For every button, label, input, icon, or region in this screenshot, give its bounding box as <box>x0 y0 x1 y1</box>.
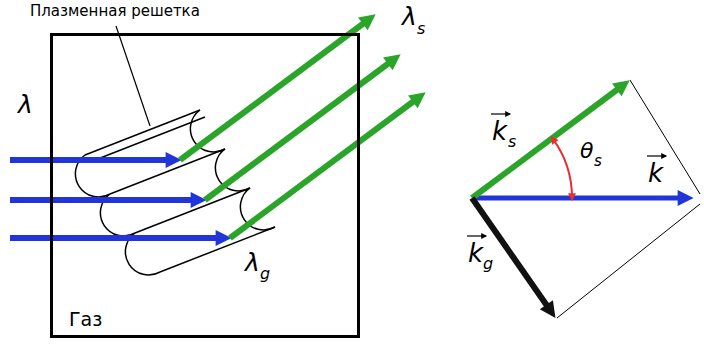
vector-diagram <box>467 80 700 318</box>
beam-arrow <box>10 157 172 163</box>
angle-symbol: θ <box>580 140 593 162</box>
vector-symbol: k <box>492 118 507 144</box>
wavelength-symbol: λ <box>18 92 33 117</box>
beam-arrow <box>10 235 222 241</box>
vector-overarrow <box>491 113 510 114</box>
vector-kg <box>472 198 550 310</box>
scattered-beams <box>180 20 418 238</box>
grating-edge <box>110 149 225 194</box>
beam-arrow <box>230 98 418 238</box>
vector-ks <box>472 86 622 198</box>
parallelogram-line <box>557 204 700 318</box>
beam-arrow <box>205 60 393 200</box>
parallelogram-line <box>630 80 700 194</box>
box-label: Газ <box>69 310 102 329</box>
plasma-grating <box>75 110 275 275</box>
subscript: g <box>483 256 493 272</box>
vector-overarrow <box>467 235 486 236</box>
grating-profile <box>75 155 160 275</box>
vector-symbol: k <box>648 160 663 186</box>
angle-arc <box>553 138 573 198</box>
wavelength-symbol: λ <box>245 250 260 275</box>
vector-symbol: k <box>468 240 483 266</box>
subscript: g <box>260 266 270 282</box>
incident-beams <box>10 160 222 238</box>
beam-arrow <box>10 197 197 203</box>
vector-k <box>472 196 684 201</box>
subscript: s <box>417 21 425 37</box>
subscript: s <box>508 134 516 150</box>
grating-edge <box>135 188 250 233</box>
component-label: Плазменная решетка <box>30 4 200 19</box>
subscript: s <box>594 154 602 169</box>
gas-cell-box: Газ <box>50 33 360 338</box>
vector-overarrow <box>647 155 666 156</box>
wavelength-symbol: λ <box>402 4 417 29</box>
beam-arrow <box>180 20 368 160</box>
leader-line <box>116 26 150 126</box>
grating-edge <box>85 110 200 155</box>
